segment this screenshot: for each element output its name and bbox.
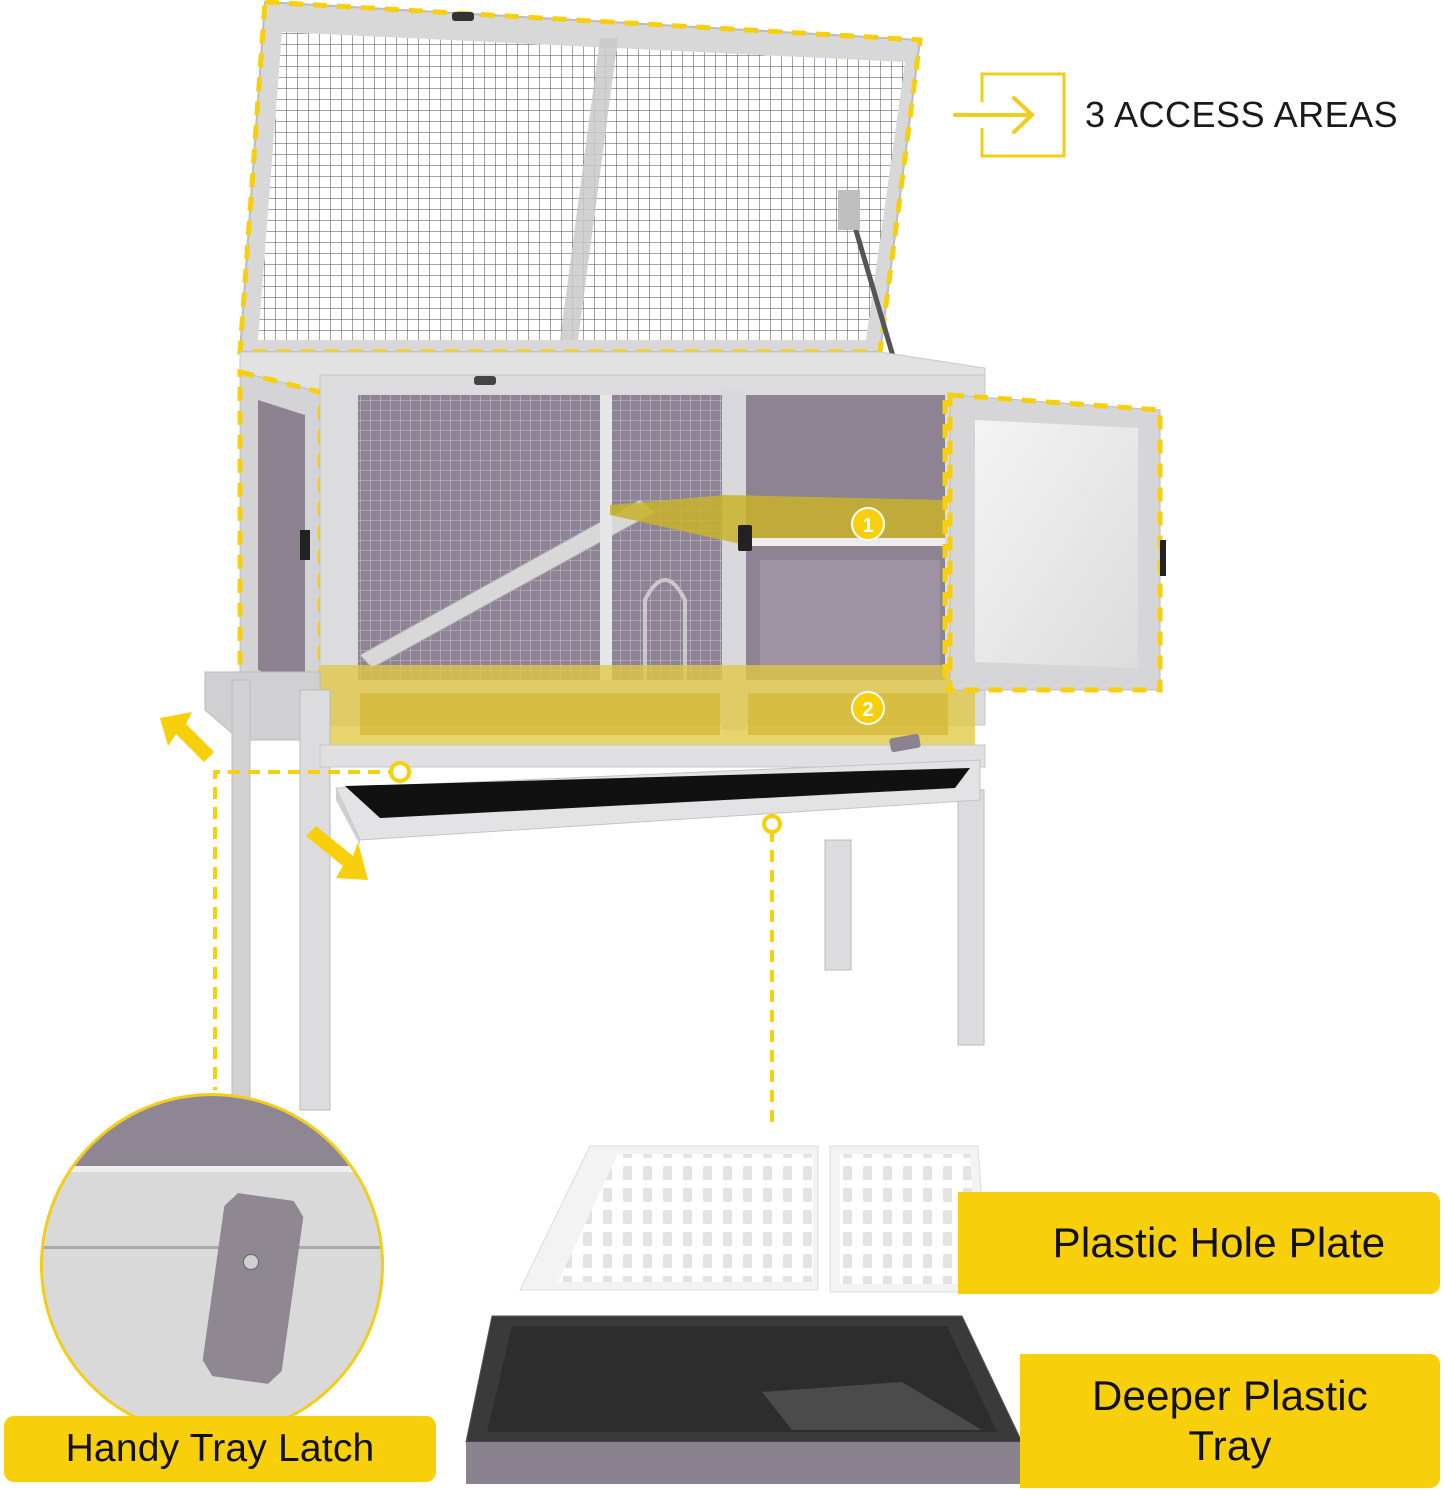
tray-latch-detail — [40, 1093, 384, 1437]
latch-icon — [201, 1191, 306, 1385]
svg-text:2: 2 — [862, 699, 873, 721]
hutch-body — [237, 351, 986, 745]
svg-text:1: 1 — [862, 515, 873, 537]
plastic-hole-plate-label: Plastic Hole Plate — [958, 1192, 1440, 1294]
deeper-plastic-tray-label: Deeper Plastic Tray — [1020, 1354, 1440, 1488]
handy-tray-latch-label: Handy Tray Latch — [4, 1416, 436, 1482]
hutch-stand — [204, 671, 986, 1111]
hutch-illustration: 1 2 — [160, 0, 1166, 1130]
access-areas-label: 3 ACCESS AREAS — [1085, 94, 1399, 135]
deeper-plastic-tray-image — [465, 1315, 1022, 1484]
open-door — [947, 392, 1166, 693]
marker-1: 1 — [851, 507, 885, 541]
access-areas-callout: 3 ACCESS AREAS — [950, 70, 1410, 160]
pull-out-arrows-icon — [160, 712, 368, 880]
screw-icon — [243, 1254, 259, 1270]
callout-leaders — [213, 770, 774, 1130]
marker-2: 2 — [851, 691, 885, 725]
open-lid — [237, 0, 923, 381]
enter-arrow-icon — [953, 72, 1066, 158]
pull-out-tray — [335, 733, 981, 845]
plastic-hole-plate-image — [519, 1145, 988, 1293]
